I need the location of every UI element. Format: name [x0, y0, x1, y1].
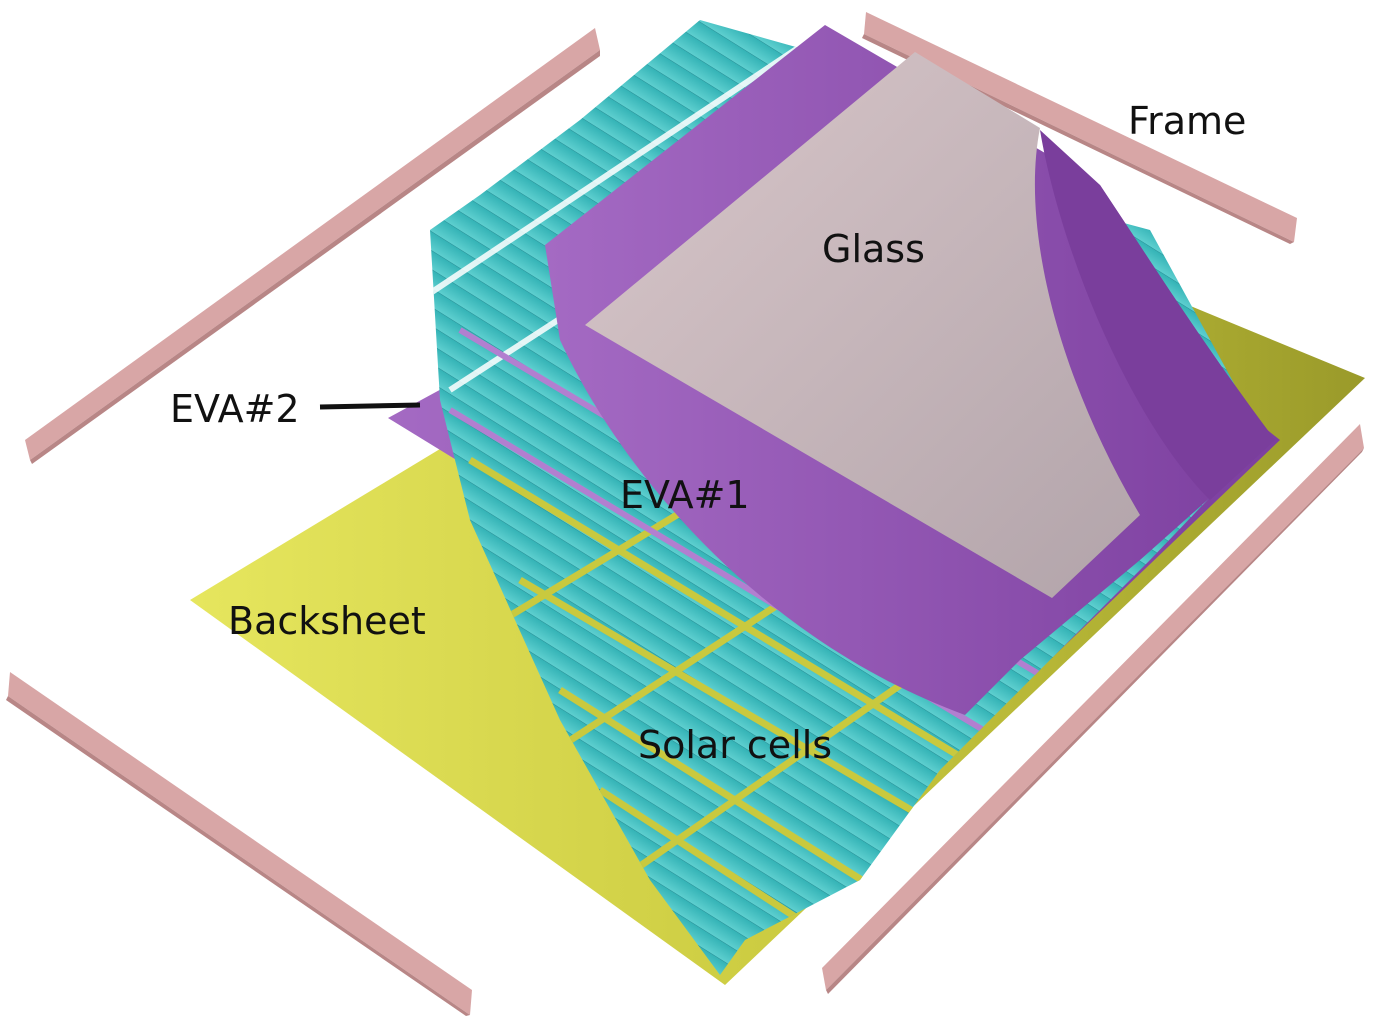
glass-label: Glass — [822, 227, 925, 271]
eva2-leader-line — [319, 402, 421, 410]
eva2-label: EVA#2 — [170, 387, 300, 431]
solar-cells-label: Solar cells — [638, 723, 833, 767]
eva1-label: EVA#1 — [620, 473, 750, 517]
frame-bar-top-left — [25, 28, 600, 464]
frame-bar-bottom-left — [6, 672, 472, 1016]
frame-bar-bottom-right — [822, 424, 1364, 994]
frame-label: Frame — [1128, 99, 1247, 143]
glass-layer — [585, 52, 1140, 598]
eva1-curl-edge — [1040, 130, 1275, 500]
backsheet-label: Backsheet — [228, 599, 426, 643]
